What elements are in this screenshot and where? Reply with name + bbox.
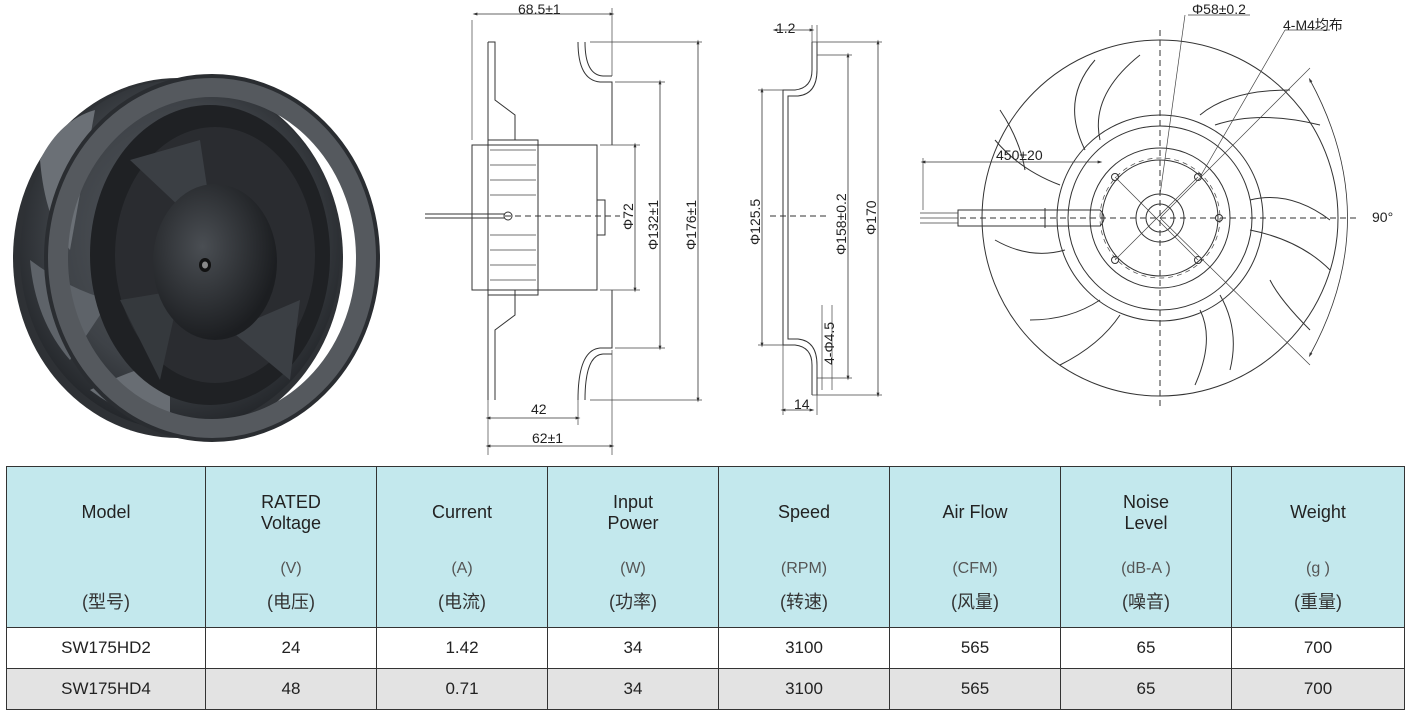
flange-profile-drawing: 1.2 Φ125.5 Φ158±0.2 Φ170 4-Φ4.5 14 — [747, 20, 882, 415]
fan-photo — [13, 74, 380, 442]
cell-model: SW175HD2 — [6, 626, 206, 669]
svg-text:Φ132±1: Φ132±1 — [645, 200, 661, 250]
table-header-row: Model (型号) RATED Voltage (V) (电压) Curren… — [6, 466, 1405, 628]
header-weight: Weight (g ) (重量) — [1231, 466, 1405, 628]
svg-text:Φ58±0.2: Φ58±0.2 — [1192, 1, 1246, 17]
spec-table: Model (型号) RATED Voltage (V) (电压) Curren… — [6, 466, 1405, 711]
svg-text:1.2: 1.2 — [776, 20, 796, 36]
header-speed: Speed (RPM) (转速) — [718, 466, 890, 628]
cell-voltage: 48 — [205, 667, 377, 711]
header-power: Input Power (W) (功率) — [547, 466, 719, 628]
table-row: SW175HD2 24 1.42 34 3100 565 65 700 — [6, 626, 1405, 669]
cell-model: SW175HD4 — [6, 667, 206, 711]
svg-text:14: 14 — [794, 396, 810, 412]
cell-noise: 65 — [1060, 626, 1232, 669]
svg-text:90°: 90° — [1372, 209, 1393, 225]
cell-voltage: 24 — [205, 626, 377, 669]
svg-text:Φ125.5: Φ125.5 — [747, 199, 763, 245]
cell-power: 34 — [547, 626, 719, 669]
technical-drawings: 68.5±1 Φ72 Φ132±1 Φ176±1 42 62±1 1.2 Φ12… — [13, 1, 1393, 455]
side-view-drawing: 68.5±1 Φ72 Φ132±1 Φ176±1 42 62±1 — [425, 1, 702, 455]
cell-weight: 700 — [1231, 667, 1405, 711]
cell-airflow: 565 — [889, 667, 1061, 711]
cell-airflow: 565 — [889, 626, 1061, 669]
cell-current: 0.71 — [376, 667, 548, 711]
svg-text:68.5±1: 68.5±1 — [518, 1, 561, 17]
header-noise: Noise Level (dB-A ) (噪音) — [1060, 466, 1232, 628]
header-airflow: Air Flow (CFM) (风量) — [889, 466, 1061, 628]
header-current: Current (A) (电流) — [376, 466, 548, 628]
svg-text:4-M4均布: 4-M4均布 — [1283, 17, 1343, 33]
header-model: Model (型号) — [6, 466, 206, 628]
cell-speed: 3100 — [718, 626, 890, 669]
cell-noise: 65 — [1060, 667, 1232, 711]
cell-power: 34 — [547, 667, 719, 711]
svg-text:450±20: 450±20 — [996, 147, 1043, 163]
cell-speed: 3100 — [718, 667, 890, 711]
svg-text:Φ158±0.2: Φ158±0.2 — [833, 193, 849, 255]
header-voltage: RATED Voltage (V) (电压) — [205, 466, 377, 628]
svg-text:Φ72: Φ72 — [620, 203, 636, 230]
svg-text:Φ170: Φ170 — [863, 200, 879, 235]
svg-text:Φ176±1: Φ176±1 — [683, 200, 699, 250]
table-row: SW175HD4 48 0.71 34 3100 565 65 700 — [6, 667, 1405, 711]
cell-current: 1.42 — [376, 626, 548, 669]
svg-text:4-Φ4.5: 4-Φ4.5 — [821, 322, 837, 365]
svg-text:42: 42 — [531, 401, 547, 417]
cell-weight: 700 — [1231, 626, 1405, 669]
svg-text:62±1: 62±1 — [532, 430, 563, 446]
front-view-drawing: 450±20 Φ58±0.2 4-M4均布 90° — [920, 1, 1393, 410]
